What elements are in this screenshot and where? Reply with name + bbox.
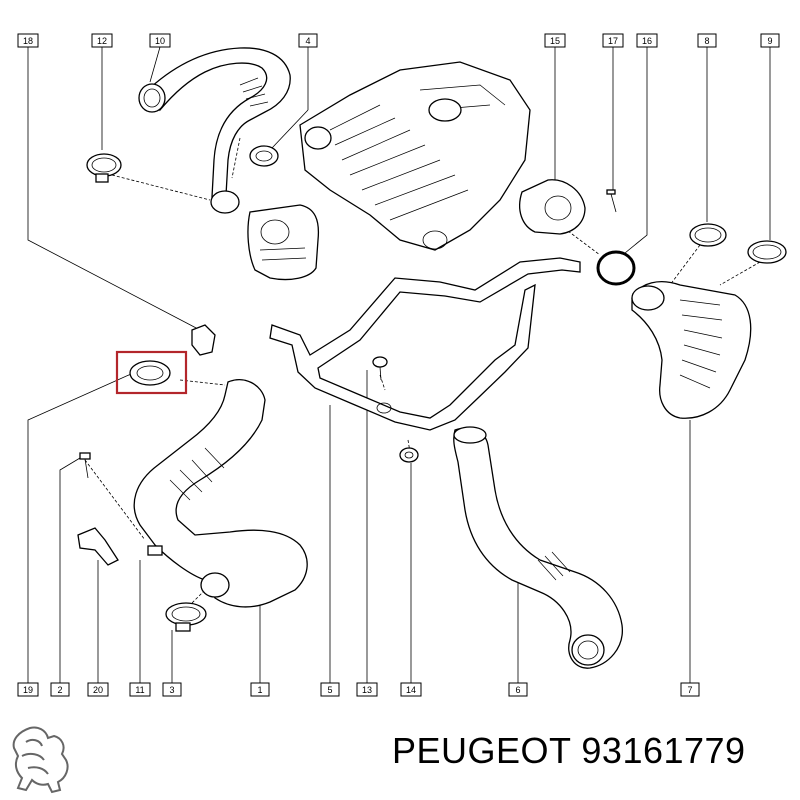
- svg-text:14: 14: [406, 685, 416, 695]
- part-11-clip: [147, 545, 163, 556]
- callout-9: 9: [760, 33, 780, 48]
- callout-14: 14: [400, 682, 422, 697]
- callout-10: 10: [149, 33, 171, 48]
- callout-16: 16: [636, 33, 658, 48]
- svg-text:3: 3: [169, 685, 174, 695]
- part-17-bolt: [606, 189, 617, 213]
- callout-13: 13: [356, 682, 378, 697]
- svg-text:7: 7: [687, 685, 692, 695]
- svg-text:15: 15: [550, 36, 560, 46]
- svg-text:20: 20: [93, 685, 103, 695]
- brand-name: PEUGEOT: [392, 730, 571, 771]
- peugeot-lion-icon: [12, 726, 69, 794]
- part-number: 93161779: [581, 730, 746, 771]
- part-7-hose: [631, 281, 752, 419]
- svg-text:19: 19: [23, 685, 33, 695]
- svg-text:5: 5: [327, 685, 332, 695]
- part-3-clamp: [165, 602, 207, 632]
- leader-lines: [27, 46, 771, 683]
- part-18-bracket: [191, 324, 216, 356]
- svg-text:12: 12: [97, 36, 107, 46]
- callout-15: 15: [544, 33, 566, 48]
- callout-4: 4: [298, 33, 318, 48]
- callout-18: 18: [17, 33, 39, 48]
- svg-text:16: 16: [642, 36, 652, 46]
- svg-text:10: 10: [155, 36, 165, 46]
- part-9-clamp: [747, 240, 787, 264]
- callout-6: 6: [508, 682, 528, 697]
- part-8-clamp: [689, 223, 727, 247]
- callout-19: 19: [17, 682, 39, 697]
- svg-text:17: 17: [608, 36, 618, 46]
- part-6-hose: [453, 426, 623, 669]
- part-2-bolt: [79, 452, 91, 479]
- part-caption: PEUGEOT 93161779: [392, 730, 792, 790]
- callout-5: 5: [320, 682, 340, 697]
- part-12-clamp: [86, 153, 122, 183]
- part-19-seal: [115, 350, 188, 395]
- callout-12: 12: [91, 33, 113, 48]
- part-16-o-ring: [596, 250, 636, 286]
- svg-text:8: 8: [704, 36, 709, 46]
- part-5-bracket: [269, 257, 581, 431]
- part-14-grommet: [399, 447, 419, 463]
- callout-7: 7: [680, 682, 700, 697]
- svg-text:6: 6: [515, 685, 520, 695]
- part-4-seal: [249, 145, 279, 167]
- part-15-flange: [519, 179, 586, 235]
- svg-text:2: 2: [57, 685, 62, 695]
- svg-text:13: 13: [362, 685, 372, 695]
- callout-1: 1: [250, 682, 270, 697]
- callout-17: 17: [602, 33, 624, 48]
- throttle-body: [210, 190, 320, 281]
- assembly-lines: [84, 137, 761, 611]
- svg-text:1: 1: [257, 685, 262, 695]
- callout-20: 20: [87, 682, 109, 697]
- svg-text:11: 11: [135, 685, 144, 695]
- svg-text:9: 9: [767, 36, 772, 46]
- svg-text:18: 18: [23, 36, 33, 46]
- callout-3: 3: [162, 682, 182, 697]
- part-20-bracket: [77, 527, 119, 566]
- intake-manifold: [299, 61, 531, 251]
- callout-2: 2: [50, 682, 70, 697]
- part-13-bolt: [372, 356, 388, 381]
- part-10-upper-duct: [138, 47, 291, 198]
- part-1-duct: [133, 379, 308, 608]
- callout-8: 8: [697, 33, 717, 48]
- svg-text:4: 4: [305, 36, 310, 46]
- callout-11: 11: [129, 682, 151, 697]
